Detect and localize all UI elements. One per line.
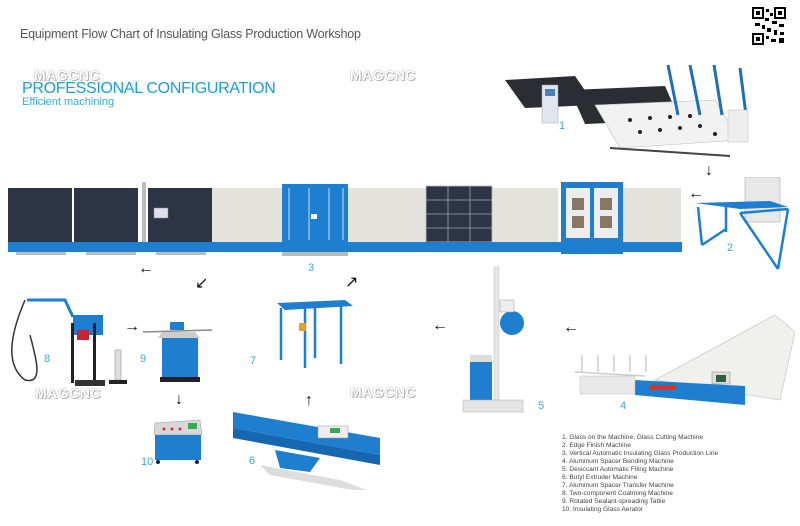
machine-legend: 1. Glass on the Machine, Glass Cutting M…: [562, 434, 718, 514]
arrow-left-icon: ←: [688, 185, 704, 202]
watermark: MAGCNC: [35, 385, 101, 401]
machine-6-butyl-extruder: [230, 410, 405, 495]
machine-9-rotated-sealant-table: [140, 322, 215, 387]
arrow-left-icon: ←: [563, 319, 579, 336]
legend-item: 6. Butyl Extruder Machine: [562, 474, 638, 481]
machine-number-9: 9: [140, 353, 147, 365]
arrow-down-left-icon: ↙: [195, 275, 209, 292]
legend-item: 5. Desiccant Automatic Filing Machine: [562, 466, 674, 473]
machine-number-6: 6: [249, 455, 256, 467]
machine-8-two-component-coating: [5, 295, 135, 395]
machine-number-1: 1: [559, 120, 566, 132]
machine-2-edge-finish: [690, 176, 795, 272]
legend-item: 3. Vertical Automatic Insulating Glass P…: [562, 450, 719, 457]
machine-4-spacer-bending: [570, 310, 796, 415]
arrow-left-icon: ←: [138, 260, 154, 277]
legend-item: 10. Insulating Glass Aerator: [562, 506, 644, 513]
machine-number-10: 10: [141, 456, 154, 468]
machine-5-desiccant-filling: [460, 265, 540, 420]
hero-subtitle: Efficient machining: [22, 96, 115, 108]
arrow-right-icon: →: [124, 318, 140, 335]
watermark: MAGCNC: [34, 67, 100, 83]
arrow-up-right-icon: ↗: [345, 274, 359, 291]
machine-1-glass-cutting: [500, 60, 760, 175]
legend-item: 9. Rotated Sealant-spreading Table: [562, 498, 666, 505]
legend-item: 2. Edge Finish Machine: [562, 442, 631, 449]
page-title: Equipment Flow Chart of Insulating Glass…: [20, 27, 361, 41]
arrow-up-icon: ↑: [305, 392, 313, 409]
legend-item: 1. Glass on the Machine, Glass Cutting M…: [562, 434, 704, 441]
machine-number-5: 5: [538, 400, 545, 412]
machine-3-production-line: [6, 180, 682, 260]
machine-number-2: 2: [727, 242, 734, 254]
machine-7-spacer-transfer: [275, 298, 355, 373]
arrow-down-icon: ↓: [175, 391, 183, 408]
machine-number-3: 3: [308, 262, 315, 274]
arrow-down-icon: ↓: [705, 162, 713, 179]
legend-item: 4. Aluminum Spacer Bending Machine: [562, 458, 674, 465]
watermark: MAGCNC: [350, 67, 416, 83]
machine-10-aerator: [152, 415, 204, 465]
arrow-left-icon: ←: [432, 317, 448, 334]
legend-item: 7. Aluminum Spacer Transfer Machine: [562, 482, 674, 489]
machine-number-7: 7: [250, 355, 257, 367]
watermark: MAGCNC: [350, 384, 416, 400]
qr-code-icon: [752, 4, 786, 46]
machine-number-8: 8: [44, 353, 51, 365]
legend-item: 8. Two-component Coatming Machine: [562, 490, 673, 497]
hero-title: PROFESSIONAL CONFIGURATION: [22, 80, 276, 97]
machine-number-4: 4: [620, 400, 627, 412]
